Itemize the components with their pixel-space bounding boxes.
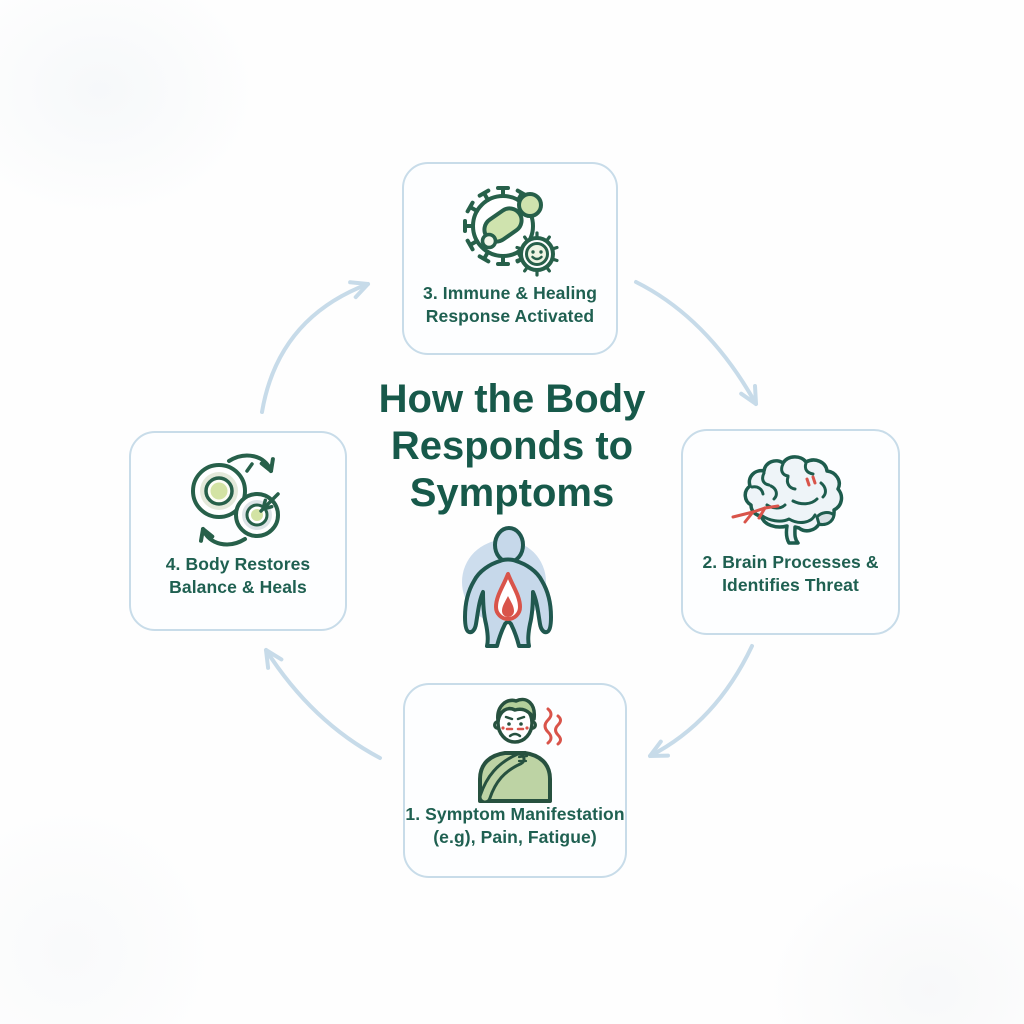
cell-icon xyxy=(190,463,247,519)
title-line: Responds to xyxy=(390,423,634,468)
pathogen-immune-icon xyxy=(462,186,559,277)
sick-person-icon xyxy=(478,697,562,803)
step-label-line: 2. Brain Processes & xyxy=(702,552,879,572)
step-card-symptom-manifestation: 1. Symptom Manifestation (e.g), Pain, Fa… xyxy=(403,683,627,878)
flow-arrow-bottom-to-left xyxy=(264,648,382,760)
flow-arrow-top-to-right xyxy=(634,280,758,406)
brain-icon xyxy=(731,455,843,545)
step-label-line: 4. Body Restores xyxy=(165,554,311,574)
cell-target-icon xyxy=(233,492,280,538)
pain-drop-icon xyxy=(494,572,522,621)
step-label-line: 3. Immune & Healing xyxy=(422,283,598,303)
step-card-brain-processes: 2. Brain Processes & Identifies Threat xyxy=(681,429,900,635)
flow-arrow-right-to-bottom xyxy=(648,644,754,758)
arm-on-chest xyxy=(478,750,529,803)
step-label-line: 1. Symptom Manifestation xyxy=(405,804,625,824)
step-label: 2. Brain Processes & Identifies Threat xyxy=(702,551,878,597)
step-label-line: (e.g), Pain, Fatigue) xyxy=(433,827,597,848)
nerve-branches-icon xyxy=(731,475,816,524)
cell-renewal-icon xyxy=(190,453,280,547)
flow-arrow-left-to-top xyxy=(260,280,370,414)
body-pain-icon xyxy=(462,526,553,648)
title-line: Symptoms xyxy=(409,470,615,515)
step-label: 3. Immune & Healing Response Activated xyxy=(423,282,597,328)
step-card-body-restores: 4. Body Restores Balance & Heals xyxy=(129,431,347,631)
page-title: How the Body Responds to Symptoms xyxy=(312,376,712,516)
step-label-line: Identifies Threat xyxy=(722,575,859,596)
helper-cell-smiley-icon xyxy=(514,231,559,277)
hair xyxy=(496,697,537,723)
title-line: How the Body xyxy=(378,377,646,421)
pain-squiggle-icon xyxy=(543,707,562,746)
step-label-line: Balance & Heals xyxy=(169,577,307,598)
step-label: 1. Symptom Manifestation (e.g), Pain, Fa… xyxy=(405,803,624,849)
step-card-immune-response: 3. Immune & Healing Response Activated xyxy=(402,162,618,355)
step-label: 4. Body Restores Balance & Heals xyxy=(166,553,311,599)
step-label-line: Response Activated xyxy=(425,306,595,327)
